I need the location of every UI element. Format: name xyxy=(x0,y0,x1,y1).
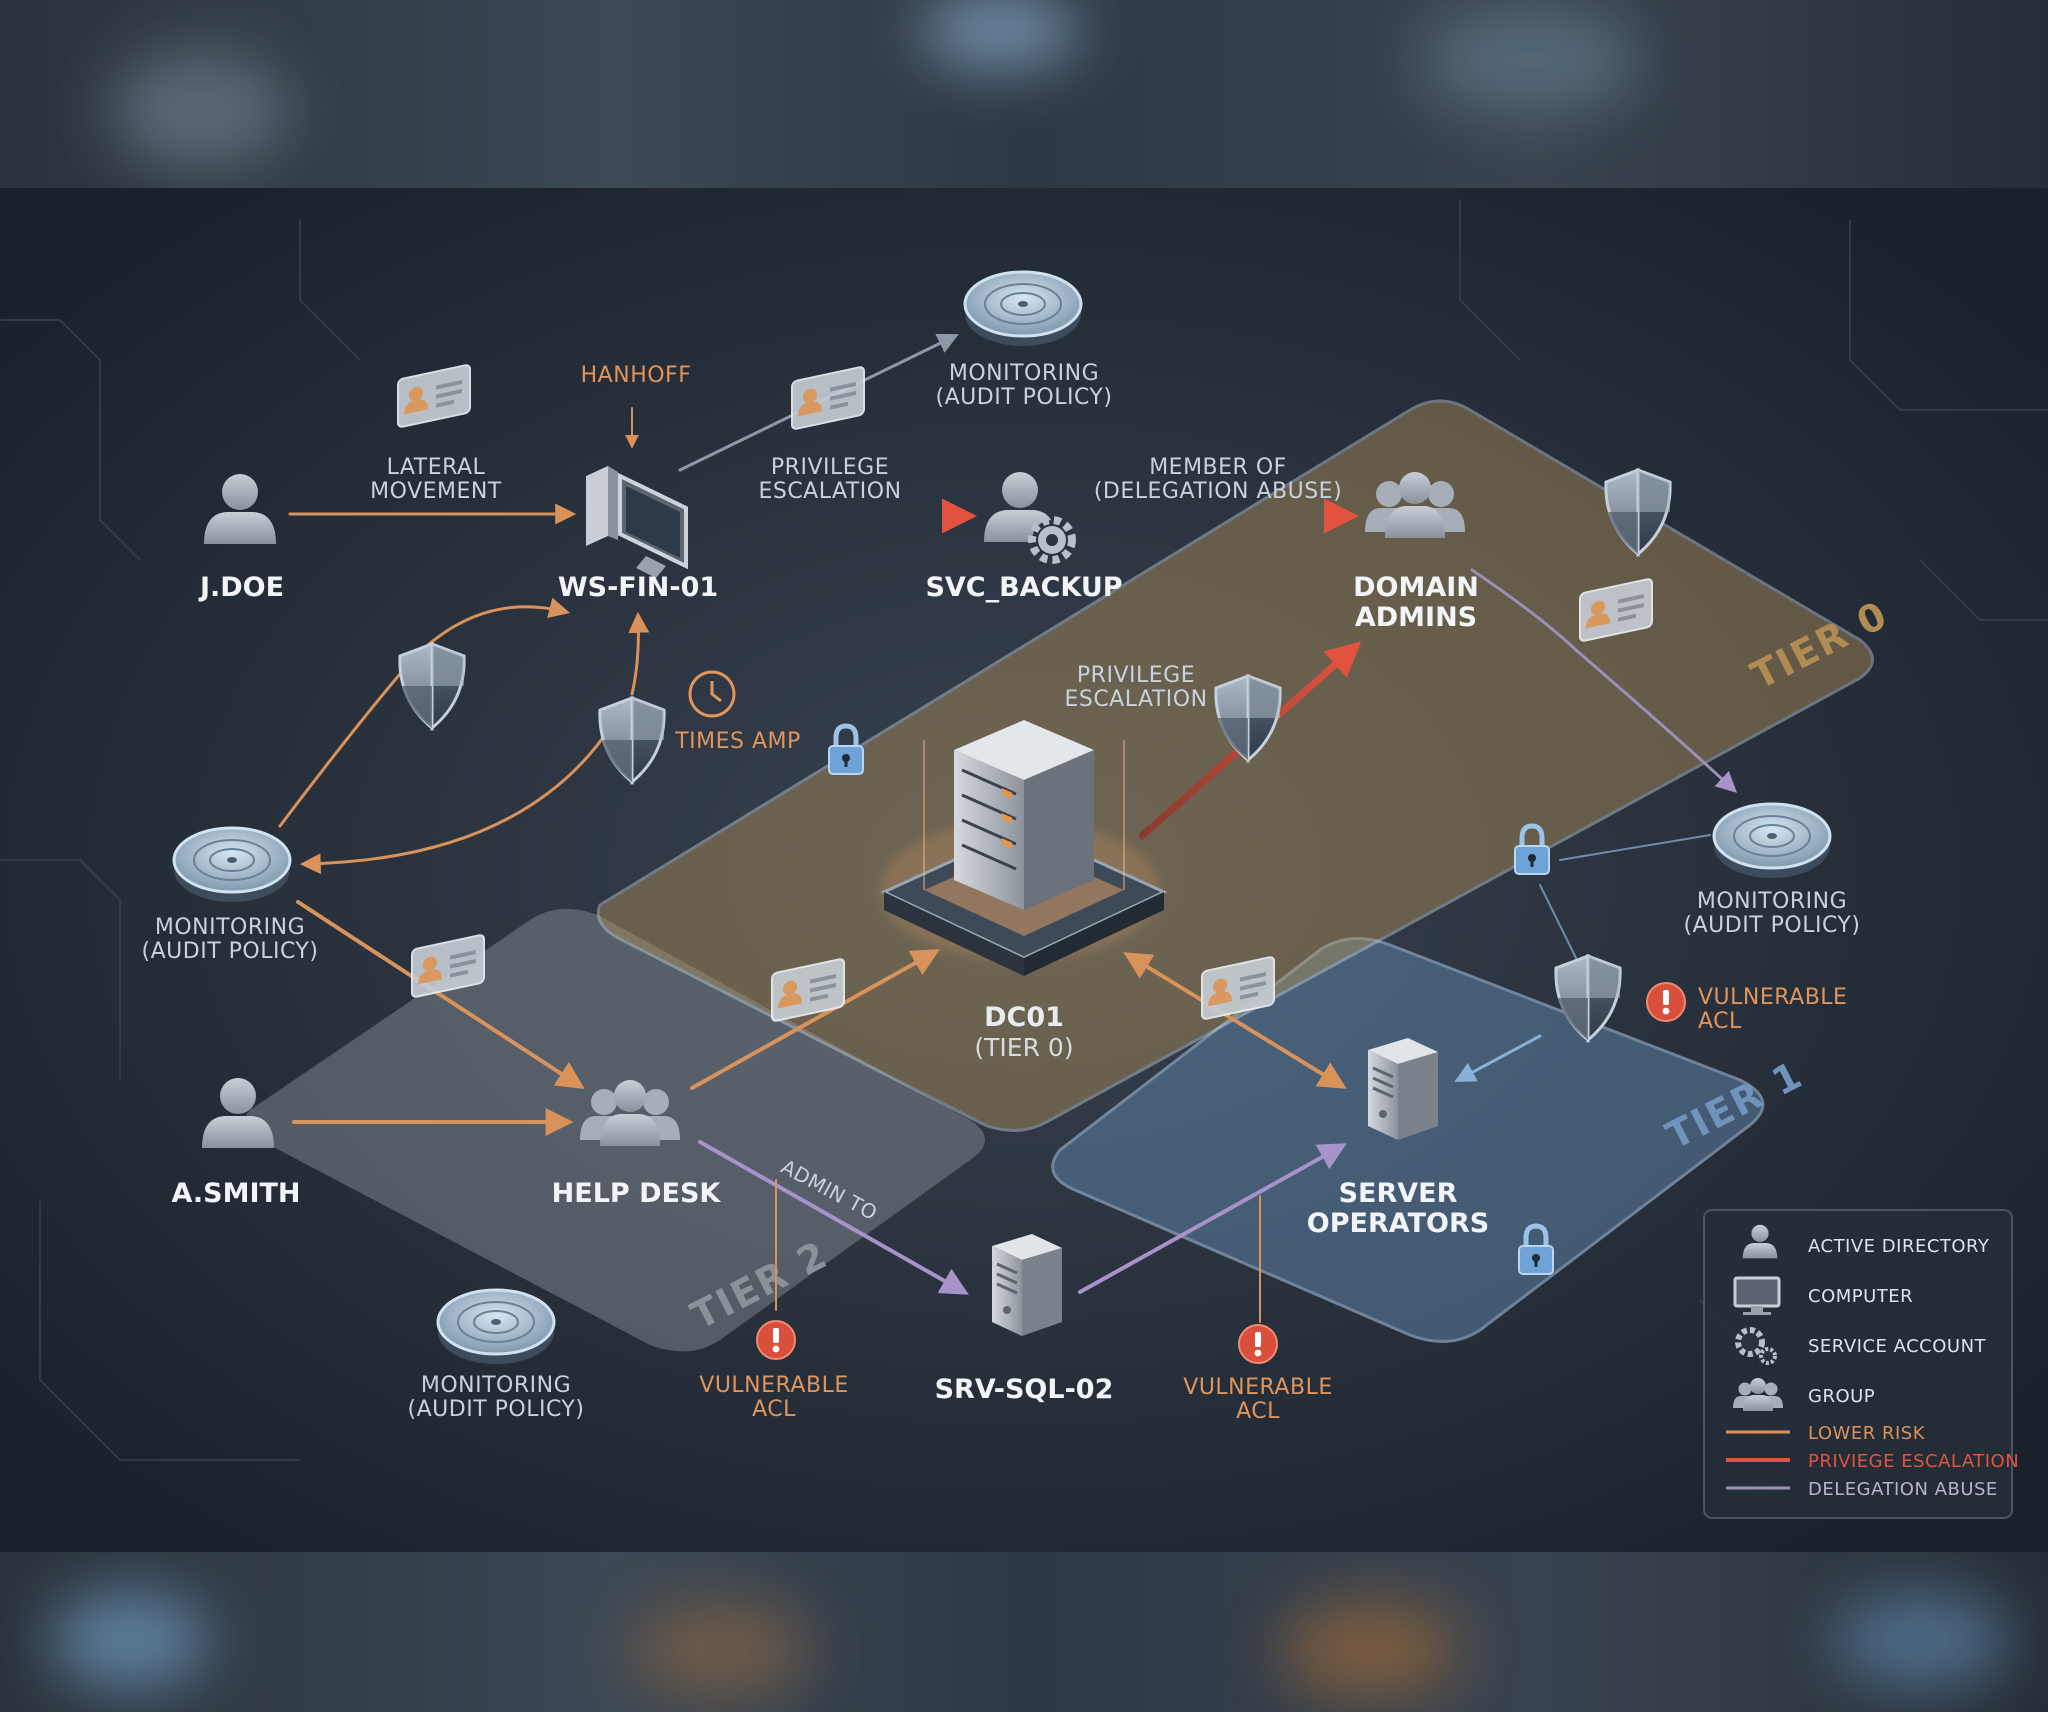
edge-timestamp-wsfin xyxy=(628,611,650,696)
warning-icon xyxy=(756,1320,796,1360)
node-label-domainadmins-1: DOMAIN xyxy=(1353,572,1479,603)
legend-active-directory: ACTIVE DIRECTORY xyxy=(1808,1236,1990,1257)
clock-icon xyxy=(688,670,736,718)
legend-privilege-escalation: PRIVIEGE ESCALATION xyxy=(1808,1451,2019,1472)
vuln-label-tier1-1: VULNERABLE xyxy=(1698,985,1847,1010)
svcbackup-service-account-icon[interactable] xyxy=(984,472,1076,564)
node-label-wsfin: WS-FIN-01 xyxy=(558,572,718,603)
legend-service-account: SERVICE ACCOUNT xyxy=(1808,1336,1987,1357)
legend-computer-icon xyxy=(1733,1276,1781,1315)
edge-label-lateral-2: MOVEMENT xyxy=(370,479,502,504)
monitoring-label-top-2: (AUDIT POLICY) xyxy=(936,385,1113,410)
node-label-svcbackup: SVC_BACKUP xyxy=(925,572,1122,603)
edge-label-handoff: HANHOFF xyxy=(581,363,692,388)
warning-icon xyxy=(1238,1324,1278,1364)
node-label-jdoe: J.DOE xyxy=(198,572,284,603)
edge-domainadmins-monitoring-right xyxy=(1470,568,1738,793)
warning-icon xyxy=(1646,982,1686,1022)
monitoring-label-left-1: MONITORING xyxy=(155,915,305,940)
dc01-server-icon[interactable] xyxy=(880,720,1168,976)
monitoring-disc-top[interactable] xyxy=(963,270,1083,348)
vuln-label-tier1-2: ACL xyxy=(1698,1009,1742,1034)
serverops-server-icon[interactable] xyxy=(1366,1036,1440,1142)
edge-lock-shield xyxy=(1539,884,1577,959)
tier0-plane xyxy=(596,399,1874,1132)
node-label-serverops-1: SERVER xyxy=(1339,1178,1458,1209)
monitoring-label-left-2: (AUDIT POLICY) xyxy=(142,939,319,964)
edge-helpdesk-srvsql xyxy=(698,1140,969,1295)
monitoring-label-bottom-1: MONITORING xyxy=(421,1373,571,1398)
blurred-top-shapes xyxy=(110,0,1640,170)
edge-label-lateral-1: LATERAL xyxy=(387,455,486,480)
legend-computer: COMPUTER xyxy=(1808,1286,1913,1307)
srvsql-server-icon[interactable] xyxy=(990,1232,1064,1338)
node-label-helpdesk: HELP DESK xyxy=(552,1178,722,1209)
edge-lock-monitoring xyxy=(1559,834,1711,861)
edge-label-privesc-2: ESCALATION xyxy=(758,479,901,504)
monitoring-disc-bottom[interactable] xyxy=(436,1288,556,1366)
edge-label-timestamp: TIMES AMP xyxy=(674,729,801,754)
vuln-label-right-1: VULNERABLE xyxy=(1183,1375,1332,1400)
monitoring-disc-left[interactable] xyxy=(172,826,292,904)
monitoring-label-right-2: (AUDIT POLICY) xyxy=(1684,913,1861,938)
node-label-dc01: DC01 xyxy=(984,1002,1064,1033)
edge-monitoring-helpdesk xyxy=(296,900,585,1090)
monitoring-label-top-1: MONITORING xyxy=(949,361,1099,386)
edge-label-privesc-1: PRIVILEGE xyxy=(771,455,889,480)
edge-label-member-1: MEMBER OF xyxy=(1149,455,1287,480)
node-label-domainadmins-2: ADMINS xyxy=(1355,602,1477,633)
legend-lower-risk: LOWER RISK xyxy=(1808,1423,1926,1444)
monitoring-label-bottom-2: (AUDIT POLICY) xyxy=(408,1397,585,1422)
node-label-dc01-sub: (TIER 0) xyxy=(974,1033,1073,1062)
edge-to-monitoring-left xyxy=(299,726,612,875)
edge-shield-serverops xyxy=(1454,1034,1542,1082)
node-label-srvsql: SRV-SQL-02 xyxy=(935,1374,1114,1405)
monitoring-disc-right[interactable] xyxy=(1712,802,1832,880)
edge-label-member-2: (DELEGATION ABUSE) xyxy=(1094,479,1342,504)
blurred-bottom-shapes xyxy=(50,1590,2010,1700)
vuln-label-right-2: ACL xyxy=(1236,1399,1280,1424)
legend-gear-icon xyxy=(1735,1327,1777,1365)
wsfin-computer-icon[interactable] xyxy=(586,466,688,578)
edge-helpdesk-dc01 xyxy=(690,949,940,1090)
edge-label-privesc-mid-1: PRIVILEGE xyxy=(1077,663,1195,688)
legend-group: GROUP xyxy=(1808,1386,1875,1407)
edge-srvsql-serverops xyxy=(1078,1143,1347,1294)
gear-icon xyxy=(1028,516,1076,564)
blurred-bottom-band xyxy=(0,1552,2048,1712)
edge-label-privesc-mid-2: ESCALATION xyxy=(1064,687,1207,712)
legend: ACTIVE DIRECTORY COMPUTER SERVICE ACCOUN… xyxy=(1703,1209,2019,1519)
node-label-serverops-2: OPERATORS xyxy=(1307,1208,1489,1239)
edge-dc01-serverops xyxy=(1123,952,1347,1089)
vuln-label-left-2: ACL xyxy=(752,1397,796,1422)
node-label-asmith: A.SMITH xyxy=(171,1178,300,1209)
vuln-label-left-1: VULNERABLE xyxy=(699,1373,848,1398)
legend-delegation-abuse: DELEGATION ABUSE xyxy=(1808,1479,1998,1500)
monitoring-label-right-1: MONITORING xyxy=(1697,889,1847,914)
